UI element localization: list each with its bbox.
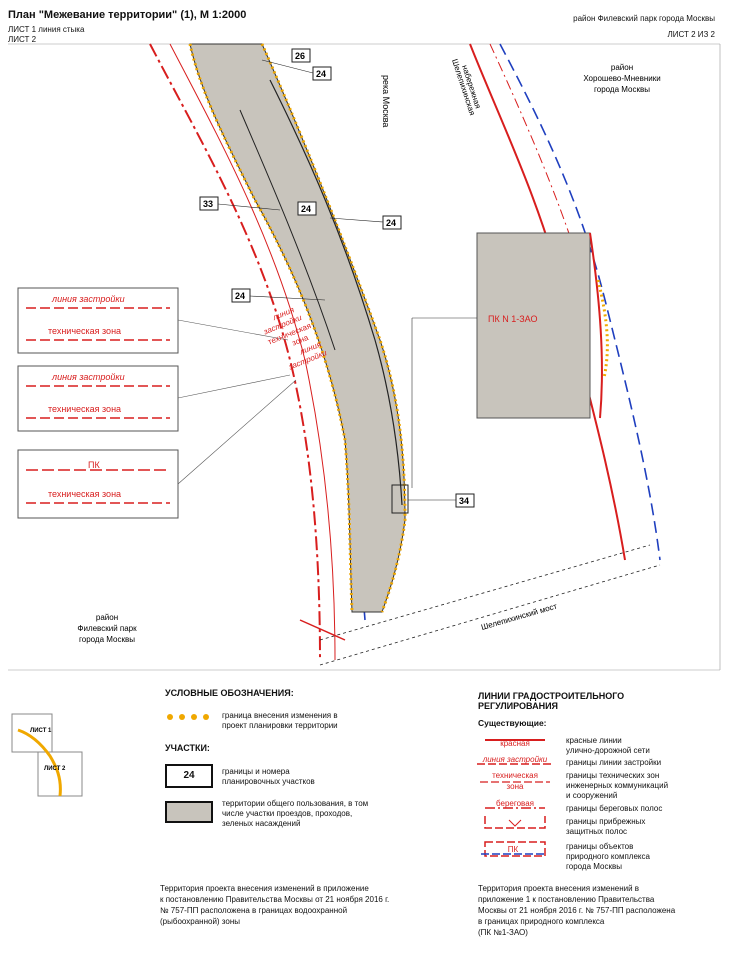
callout-box-1: линия застройки техническая зона bbox=[17, 287, 179, 354]
parcel-label-24-top: 24 bbox=[261, 59, 332, 81]
parcel-legend-text: границы и номера планировочных участков bbox=[222, 767, 315, 786]
svg-text:линия застройки: линия застройки bbox=[51, 294, 125, 304]
coastal-text: границы береговых полос bbox=[566, 804, 663, 813]
left-red-line bbox=[149, 43, 321, 661]
parcel-legend-box: 24 bbox=[165, 764, 213, 788]
map-title: План "Межевание территории" (1), М 1:200… bbox=[8, 9, 247, 21]
lines-legend-samples: красная линия застройки техническая зона… bbox=[477, 739, 553, 857]
district-left-3: города Москвы bbox=[79, 635, 135, 644]
district-right-1: район bbox=[611, 63, 633, 72]
parcel-34-outline bbox=[391, 484, 409, 514]
district-top-label: район Филевский парк города Москвы bbox=[573, 14, 715, 23]
callout-box-2: линия застройки техническая зона bbox=[17, 365, 179, 432]
district-right-2: Хорошево-Мневники bbox=[583, 74, 660, 83]
callout-1-leader bbox=[177, 319, 289, 341]
natural-complex-text: границы объектов природного комплекса го… bbox=[566, 842, 650, 871]
svg-text:ЛИСТ 2: ЛИСТ 2 bbox=[44, 766, 66, 772]
district-left-1: район bbox=[96, 613, 118, 622]
building-line-text: границы линии застройки bbox=[566, 758, 662, 767]
svg-text:зона: зона bbox=[507, 782, 524, 791]
protective-strip-text: границы прибрежных защитных полос bbox=[566, 817, 646, 836]
public-territory-text: территории общего пользования, в том чис… bbox=[222, 799, 369, 828]
inset-box bbox=[476, 232, 591, 419]
right-red-dash bbox=[489, 43, 591, 301]
parcel-label-24-right: 24 bbox=[329, 215, 402, 230]
parcel-label-26: 26 bbox=[291, 48, 311, 63]
note-left: Территория проекта внесения изменений в … bbox=[160, 884, 390, 926]
svg-text:береговая: береговая bbox=[496, 799, 534, 808]
callout-box-3: ПК техническая зона bbox=[17, 449, 179, 519]
svg-text:техническая: техническая bbox=[492, 771, 538, 780]
boundary-legend-text: граница внесения изменения в проект план… bbox=[222, 711, 338, 730]
svg-text:техническая зона: техническая зона bbox=[48, 326, 121, 336]
note-right: Территория проекта внесения изменений в … bbox=[478, 884, 676, 937]
river-label: река Москва bbox=[381, 75, 391, 127]
sheet-count-label: ЛИСТ 2 ИЗ 2 bbox=[667, 30, 715, 39]
svg-text:техническая зона: техническая зона bbox=[48, 489, 121, 499]
orange-dots-sample bbox=[167, 714, 209, 720]
inner-parcel-line-2 bbox=[269, 79, 403, 506]
sheet-line-label: ЛИСТ 1 линия стыка bbox=[8, 25, 85, 34]
svg-text:24: 24 bbox=[316, 69, 326, 79]
svg-text:ПК: ПК bbox=[508, 845, 519, 854]
map-canvas: ПК N 1-ЗАО 26 24 33 24 24 24 34 линия з bbox=[8, 43, 721, 671]
svg-text:26: 26 bbox=[295, 51, 305, 61]
district-right-3: города Москвы bbox=[594, 85, 650, 94]
parcel-label-34: 34 bbox=[408, 493, 475, 508]
svg-text:ЛИСТ 1: ЛИСТ 1 bbox=[30, 728, 52, 734]
public-territory-swatch bbox=[165, 801, 213, 823]
sheet-left-label: ЛИСТ 2 bbox=[8, 35, 37, 44]
parcel-label-33: 33 bbox=[199, 196, 281, 211]
bridge-line-2 bbox=[319, 564, 661, 666]
callout-3-leader bbox=[177, 379, 297, 485]
sheet-key: ЛИСТ 1 ЛИСТ 2 bbox=[11, 713, 83, 797]
lines-legend-title: ЛИНИИ ГРАДОСТРОИТЕЛЬНОГО РЕГУЛИРОВАНИЯ bbox=[478, 691, 625, 711]
inset-label: ПК N 1-ЗАО bbox=[488, 314, 537, 324]
district-left-2: Филевский парк bbox=[77, 624, 137, 633]
bridge-label: Шелепихинский мост bbox=[480, 602, 558, 632]
svg-text:34: 34 bbox=[459, 496, 469, 506]
callout-2-leader bbox=[177, 374, 291, 399]
svg-text:24: 24 bbox=[386, 218, 396, 228]
svg-text:24: 24 bbox=[301, 204, 311, 214]
red-lines-text: красные линии улично-дорожной сети bbox=[566, 736, 650, 755]
legend-title: УСЛОВНЫЕ ОБОЗНАЧЕНИЯ: bbox=[165, 688, 294, 698]
existing-label: Существующие: bbox=[478, 718, 547, 728]
parcel-label-24-mid: 24 bbox=[297, 201, 317, 216]
svg-text:линия застройки: линия застройки bbox=[51, 372, 125, 382]
left-red-line-2 bbox=[169, 43, 336, 661]
public-territory-strip bbox=[189, 43, 406, 613]
tech-zone-text: границы технических зон инженерных комму… bbox=[566, 771, 669, 800]
inset-orange-edge bbox=[596, 279, 609, 379]
parcel-label-24-left: 24 bbox=[231, 288, 326, 303]
right-blue-line bbox=[499, 43, 661, 561]
svg-text:33: 33 bbox=[203, 199, 213, 209]
svg-text:техническая зона: техническая зона bbox=[48, 404, 121, 414]
bridge-red-1 bbox=[299, 619, 346, 641]
svg-text:ПК: ПК bbox=[88, 460, 100, 470]
inset-red-edge bbox=[589, 232, 603, 419]
svg-text:24: 24 bbox=[235, 291, 245, 301]
svg-text:линия застройки: линия застройки bbox=[482, 755, 548, 764]
change-boundary-right bbox=[260, 43, 407, 613]
svg-text:красная: красная bbox=[500, 739, 530, 748]
inner-parcel-line bbox=[239, 109, 336, 351]
parcels-legend-title: УЧАСТКИ: bbox=[165, 743, 210, 753]
